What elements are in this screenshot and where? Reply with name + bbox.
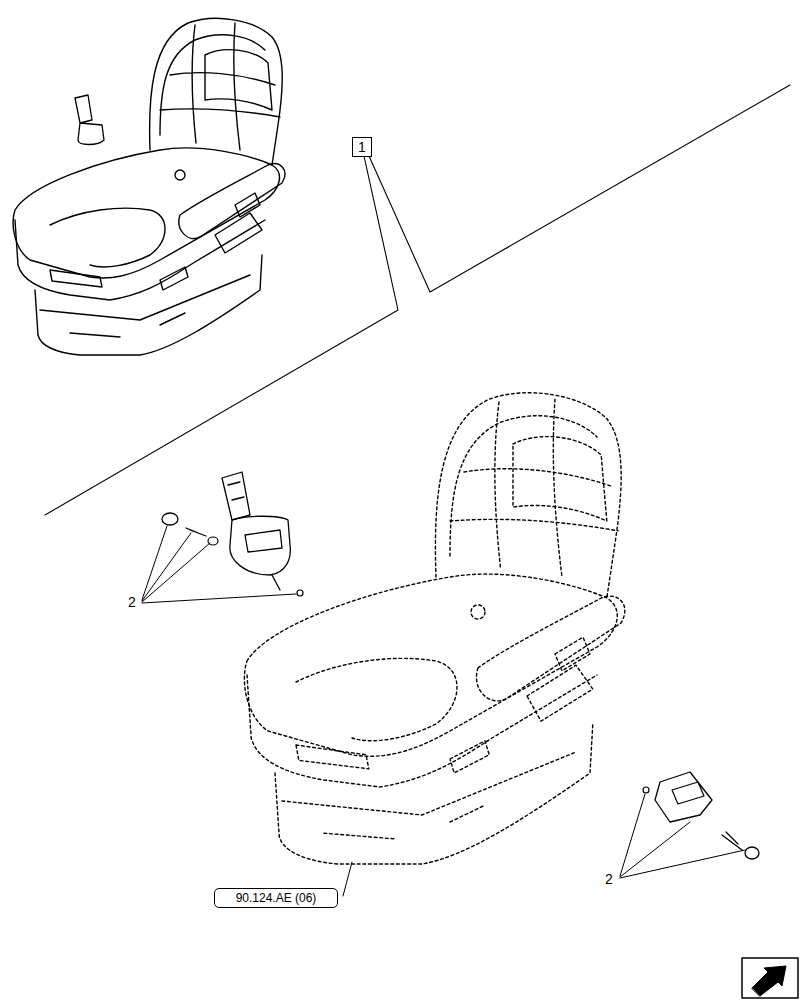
callout-number: 2 (605, 872, 613, 886)
callout-number: 1 (358, 140, 366, 154)
callout-box: 1 (352, 137, 372, 157)
reference-box: 90.124.AE (06) (214, 888, 338, 908)
callout-number: 2 (128, 595, 136, 609)
reference-code: 90.124.AE (06) (236, 892, 317, 904)
